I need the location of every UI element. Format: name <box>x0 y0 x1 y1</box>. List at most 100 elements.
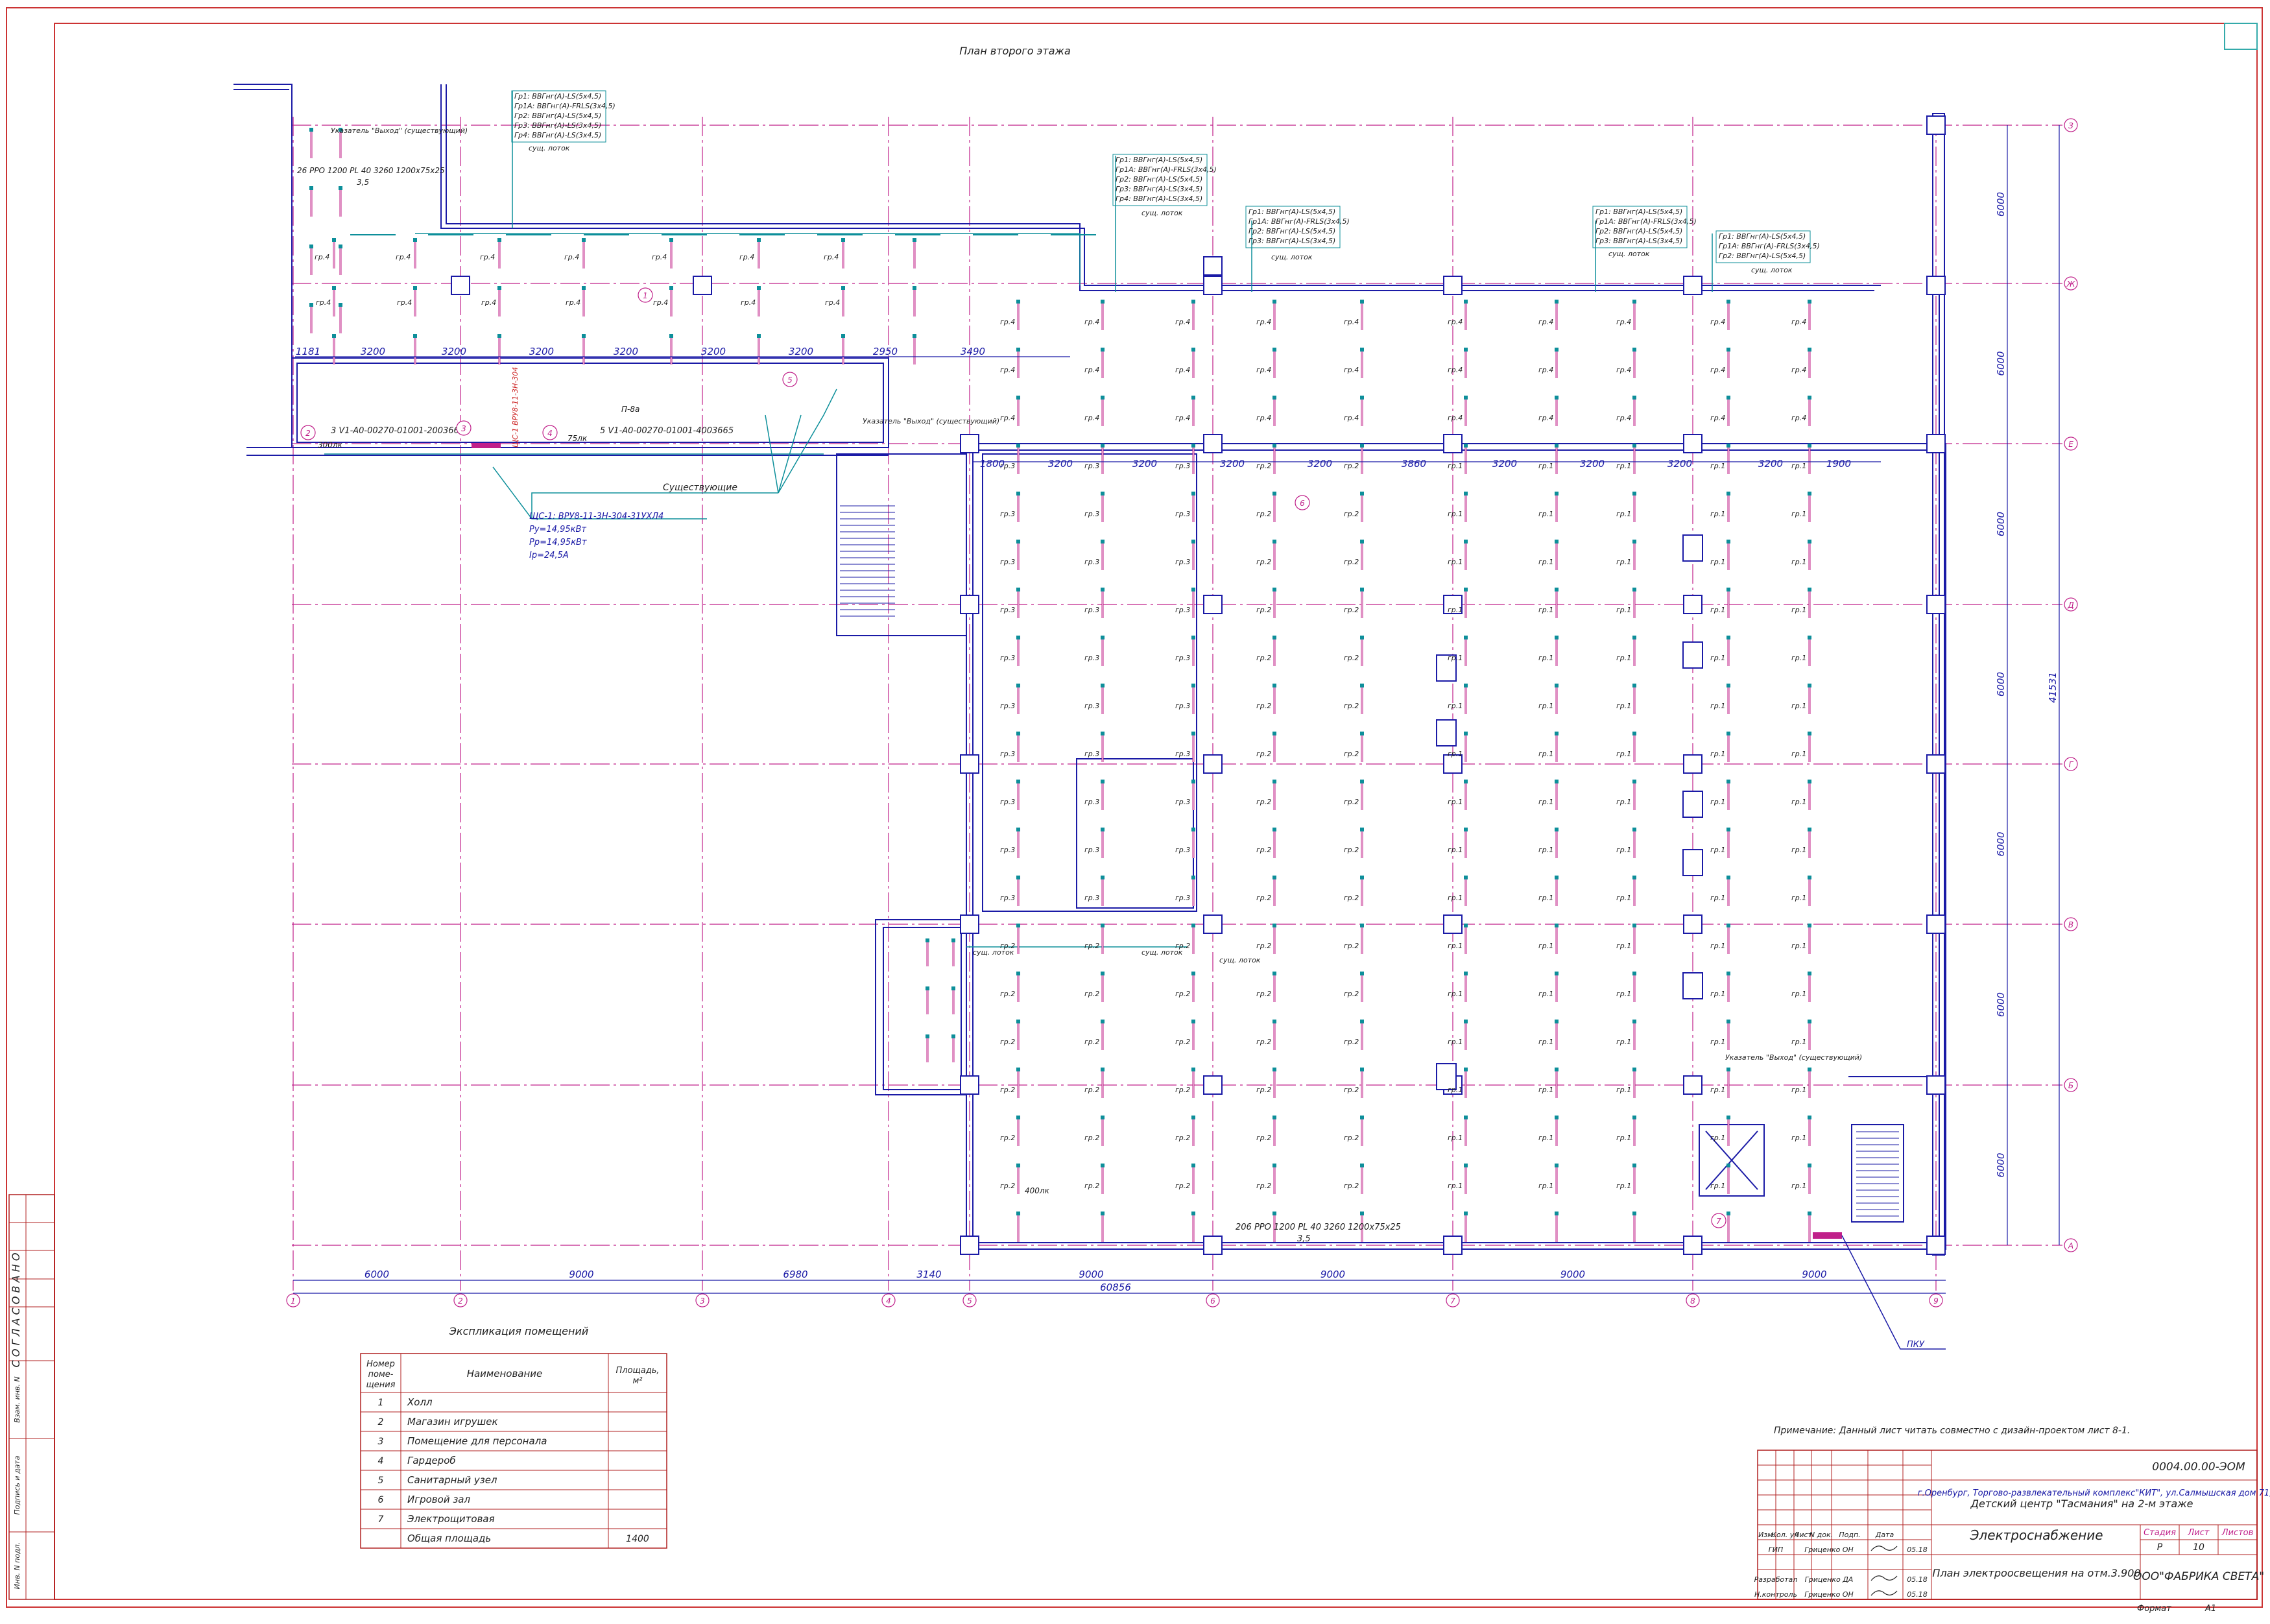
group-label: гр.2 <box>1344 1134 1359 1142</box>
luminaire-bottom-height: 3,5 <box>1297 1234 1311 1244</box>
group-label: гр.3 <box>1000 750 1015 758</box>
group-label: гр.1 <box>1448 462 1463 470</box>
luminaire <box>1464 444 1468 474</box>
dim-upper-value: 3490 <box>961 346 985 357</box>
grid-col-tag: 8 <box>1686 1293 1700 1308</box>
luminaire <box>1555 588 1559 618</box>
luminaire <box>1191 348 1195 378</box>
group-label: гр.4 <box>480 253 495 261</box>
luminaire <box>1808 492 1811 522</box>
group-label: гр.2 <box>1344 846 1359 854</box>
group-label: гр.4 <box>1538 414 1553 422</box>
room-tag: 2 <box>300 425 316 440</box>
luminaire <box>1191 1068 1195 1098</box>
column-obstacle <box>1682 641 1703 669</box>
luminaire <box>1632 780 1636 810</box>
cable-group-text: Гр3: ВВГнг(А)-LS(3х4,5) <box>1116 185 1202 193</box>
luminaire <box>1272 732 1276 762</box>
luminaire <box>1632 396 1636 426</box>
cable-group-text: Гр4: ВВГнг(А)-LS(3х4,5) <box>514 131 601 139</box>
group-label: гр.1 <box>1791 1086 1806 1094</box>
group-label: гр.4 <box>1538 318 1553 326</box>
cable-group-text: Гр3: ВВГнг(А)-LS(3х4,5) <box>1248 237 1335 245</box>
group-label: гр.3 <box>1000 606 1015 614</box>
svg-text:Ру=14,95кВт: Ру=14,95кВт <box>529 525 586 534</box>
group-label: гр.3 <box>1000 702 1015 710</box>
column <box>960 754 979 774</box>
luminaire <box>1464 588 1468 618</box>
panel-vertical-text: ЩС-1 ВРУ8-11-3Н-304 <box>511 367 520 448</box>
group-label: гр.4 <box>316 298 331 307</box>
column <box>1203 256 1223 276</box>
group-label: гр.3 <box>1084 702 1099 710</box>
luminaire <box>1360 1020 1364 1050</box>
column <box>1926 754 1946 774</box>
column <box>1683 1075 1702 1095</box>
luminaire <box>913 238 916 269</box>
svg-text:Магазин игрушек: Магазин игрушек <box>407 1416 498 1427</box>
dimension-upper-line <box>295 356 1881 462</box>
grid-col-tag: 2 <box>453 1293 468 1308</box>
luminaire <box>1808 732 1811 762</box>
luminaire <box>1632 444 1636 474</box>
explication-head-name: Наименование <box>467 1368 543 1379</box>
luminaire <box>1272 1020 1276 1050</box>
luminaire <box>1016 876 1020 906</box>
tray-label-4: сущ. лоток <box>1608 250 1650 258</box>
group-label: гр.3 <box>1000 510 1015 518</box>
column <box>960 1075 979 1095</box>
luminaire <box>1632 1020 1636 1050</box>
column <box>1203 914 1223 934</box>
column <box>451 276 470 295</box>
luminaire <box>1464 876 1468 906</box>
group-label: гр.1 <box>1791 558 1806 566</box>
dim-mid-value: 3200 <box>1758 458 1783 470</box>
cable-group-text: Гр2: ВВГнг(А)-LS(5х4,5) <box>1595 227 1682 235</box>
luminaire <box>1360 540 1364 570</box>
group-label: гр.2 <box>1344 654 1359 662</box>
luminaire <box>1272 348 1276 378</box>
svg-text:Гриценко ДА: Гриценко ДА <box>1805 1575 1854 1584</box>
column <box>960 1236 979 1255</box>
luminaire <box>1632 492 1636 522</box>
luminaire <box>1272 780 1276 810</box>
tray-label-7: сущ. лоток <box>1141 948 1183 957</box>
dim-upper-value: 3200 <box>789 346 813 357</box>
group-label: гр.4 <box>653 298 668 307</box>
group-label: гр.1 <box>1616 702 1631 710</box>
dim-right-value: 6000 <box>1995 192 2007 217</box>
luminaire <box>926 938 929 966</box>
group-label: гр.1 <box>1616 654 1631 662</box>
group-label: гр.2 <box>1175 1038 1190 1046</box>
luminaire <box>582 334 586 364</box>
luminaire <box>1101 636 1105 666</box>
group-label: гр.1 <box>1710 750 1725 758</box>
svg-text:1: 1 <box>378 1398 384 1408</box>
luminaire <box>1272 588 1276 618</box>
luminaire <box>1464 780 1468 810</box>
dim-mid-value: 3200 <box>1048 458 1073 470</box>
luminaire <box>582 286 586 316</box>
column <box>1926 595 1946 614</box>
column-obstacle <box>1682 791 1703 818</box>
group-label: гр.2 <box>1256 1134 1271 1142</box>
left-agreed: С О Г Л А С О В А Н О <box>10 1253 22 1368</box>
cable-group-block: Гр1: ВВГнг(А)-LS(5х4,5)Гр1А: ВВГнг(А)-FR… <box>1592 206 1697 248</box>
group-label: гр.2 <box>1344 990 1359 998</box>
group-label: гр.2 <box>1256 942 1271 950</box>
column-obstacle <box>1682 972 1703 999</box>
luminaire <box>413 334 417 364</box>
lux-400: 400лк <box>1025 1186 1050 1195</box>
stamp-stage: Р <box>2157 1542 2163 1553</box>
column <box>693 276 712 295</box>
luminaire <box>1101 684 1105 714</box>
luminaire <box>1360 300 1364 330</box>
luminaire <box>1632 348 1636 378</box>
svg-text:Игровой зал: Игровой зал <box>407 1494 471 1505</box>
grid-col-label: 9 <box>1933 1296 1939 1306</box>
luminaire <box>757 238 761 269</box>
tray-label-2: сущ. лоток <box>1141 209 1183 217</box>
explication-table: Экспликация помещенийНомерпоме-щенияНаим… <box>360 1325 667 1549</box>
